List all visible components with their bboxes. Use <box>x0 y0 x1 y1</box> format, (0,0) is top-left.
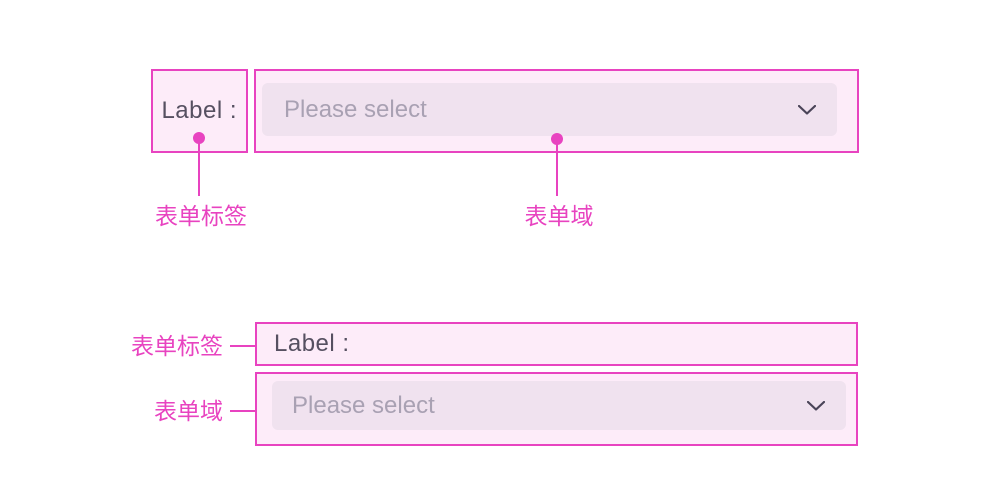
chevron-down-icon <box>798 104 816 115</box>
form-label: Label : <box>161 97 237 124</box>
select-placeholder: Please select <box>292 391 435 419</box>
field-callout: 表单域 <box>154 398 223 424</box>
select-control[interactable]: Please select <box>262 83 837 136</box>
chevron-down-icon <box>807 400 825 411</box>
field-callout: 表单域 <box>524 203 594 229</box>
form-label: Label : <box>274 330 350 357</box>
callout-line <box>556 139 558 196</box>
vertical-form-label-box: Label : <box>255 322 858 366</box>
callout-line <box>230 345 257 347</box>
label-callout: 表单标签 <box>155 203 247 229</box>
label-callout: 表单标签 <box>131 333 223 359</box>
select-placeholder: Please select <box>284 95 427 123</box>
callout-line <box>198 138 200 196</box>
select-control[interactable]: Please select <box>272 381 846 430</box>
callout-line <box>230 410 257 412</box>
